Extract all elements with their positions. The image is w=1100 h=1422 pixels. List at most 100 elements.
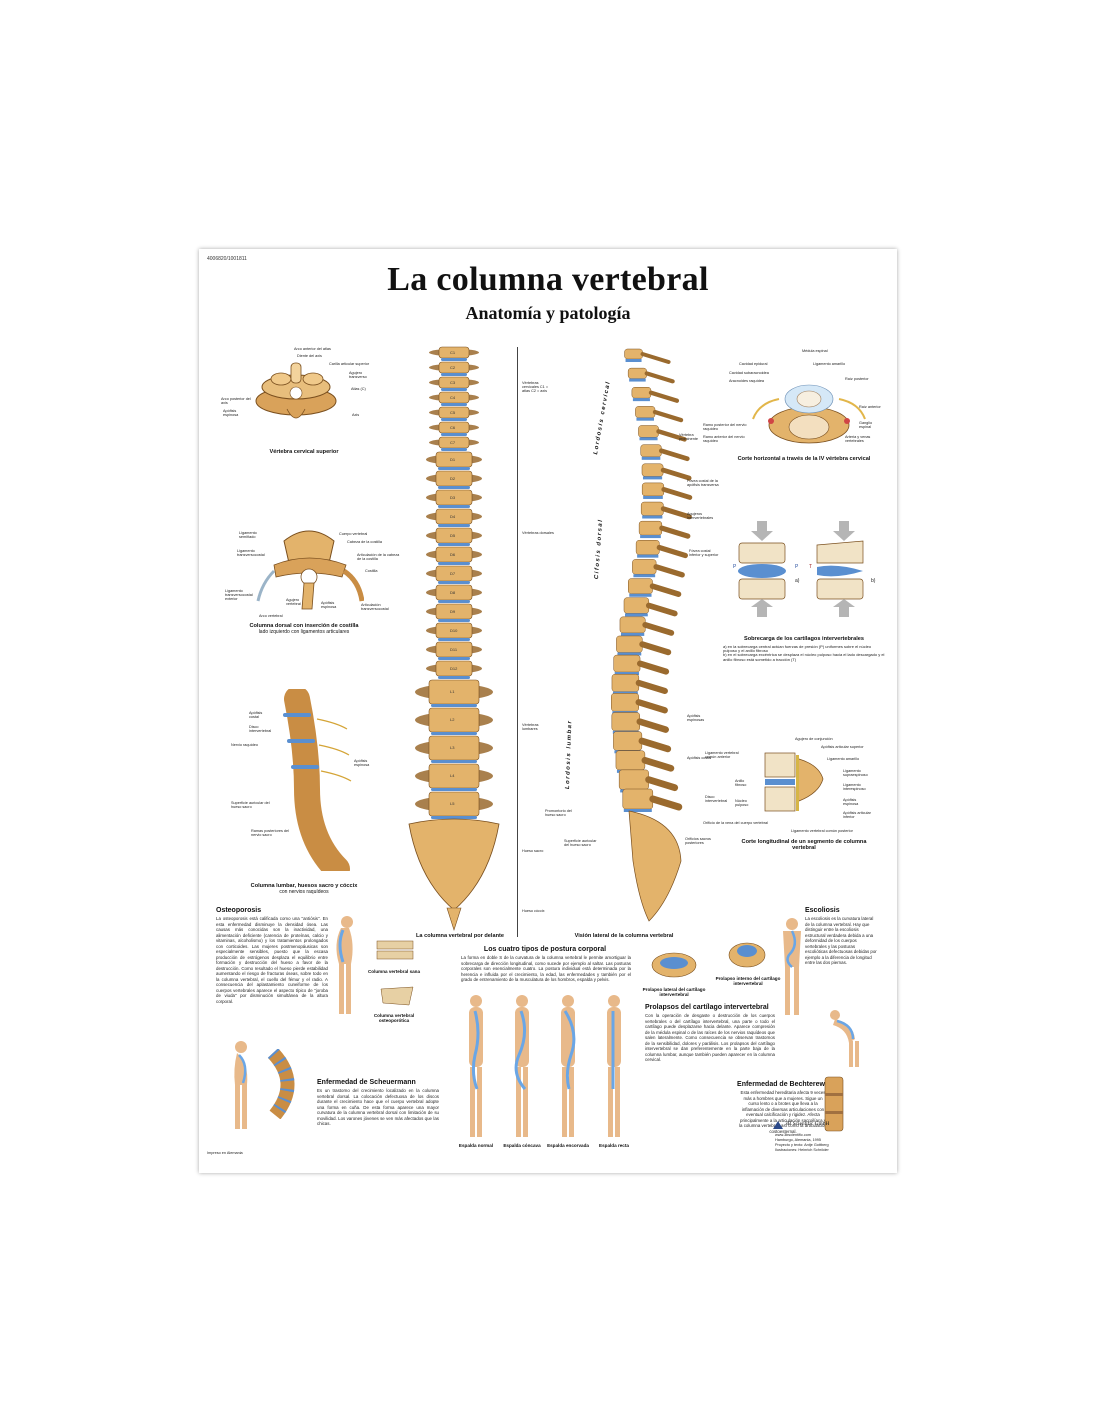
intervertebral-disc	[438, 638, 470, 641]
intervertebral-disc	[438, 619, 470, 622]
cervical-label: Arco anterior del atlas	[294, 347, 331, 351]
vertebra-label: D2	[450, 475, 456, 481]
longitudinal-label: Ligamento interespinoso	[843, 783, 866, 791]
horizontal-label: Cavidad epidural	[739, 362, 768, 366]
lateral-label: Fóvea costal inferior y superior	[689, 549, 719, 557]
vertebra-label: D5	[450, 532, 456, 538]
lateral-vertebra	[641, 482, 665, 497]
intervertebral-disc	[441, 418, 467, 421]
poster-code: 4006820/1001811	[207, 256, 247, 262]
horizontal-label: Raíz anterior	[859, 405, 881, 409]
lateral-vertebra	[622, 788, 654, 810]
osteoporosis-fig-label: Columna vertebral sana	[367, 969, 421, 974]
cervical-label: Atlas (C)	[351, 387, 366, 391]
thoracic-vertebra-illustration	[254, 521, 364, 613]
spinous-process	[644, 371, 675, 384]
disc-overload-illustration	[729, 521, 879, 617]
longitudinal-label: Ligamento supraespinoso	[843, 769, 868, 777]
cervical-label: Carilla articular superior	[329, 362, 370, 366]
front-region-bracket	[517, 347, 518, 937]
vertebra-label: D1	[450, 456, 456, 462]
publisher-line: www.3bscientific.com	[775, 1133, 812, 1137]
horizontal-label: Arteria y venas vertebrales	[845, 435, 871, 443]
spinous-process	[645, 602, 678, 617]
spinous-process	[652, 409, 684, 423]
lumbar-label: Superficie auricular del hueso sacro	[231, 801, 270, 809]
lateral-disc	[637, 554, 659, 558]
vertebra-label: D12	[450, 665, 458, 671]
curve-label-lumbar: Lordosis lumbar	[565, 719, 574, 790]
bechterew-spine-segment	[819, 1075, 849, 1133]
cervical-label: Axis	[352, 413, 360, 417]
posture-type-label: Espalda encorvada	[547, 1143, 589, 1148]
lumbar-caption-sub: con nervios raquídeos	[279, 889, 329, 895]
vertebra-label: D6	[450, 551, 456, 557]
horizontal-label: Ramo anterior del nervio raquídeo	[703, 435, 745, 443]
lateral-vertebra	[613, 731, 643, 751]
vertebra-label: L4	[450, 773, 455, 778]
spinous-process	[659, 525, 691, 539]
horizontal-caption: Corte horizontal a través de la IV vérte…	[737, 456, 871, 462]
poster-sheet: 4006820/1001811 La columna vertebral Ana…	[199, 249, 897, 1173]
cervical-label: Diente del axis	[297, 354, 322, 358]
intervertebral-disc	[431, 704, 477, 707]
lateral-disc	[632, 398, 650, 402]
thoracic-label: Ligamento transversocostal	[237, 549, 265, 557]
lateral-disc	[641, 456, 661, 460]
spinous-process	[642, 621, 675, 636]
spinous-process	[649, 795, 683, 811]
cervical-vertebra-illustration	[241, 349, 351, 429]
vertebra-label: C5	[450, 409, 456, 415]
vertebra-label: D3	[450, 494, 456, 500]
lateral-vertebra	[638, 520, 663, 536]
bechterew-heading: Enfermedad de Bechterew	[737, 1081, 825, 1088]
intervertebral-disc	[438, 562, 470, 565]
lateral-vertebra	[611, 712, 640, 731]
posture-figure	[507, 993, 537, 1143]
cervical-label: Apófisis espinosa	[223, 409, 239, 417]
vertebra-label: L2	[450, 717, 455, 722]
vertebra-label: D8	[450, 589, 456, 595]
lateral-disc	[623, 809, 652, 812]
posture-type-label: Espalda cóncava	[503, 1143, 541, 1148]
spinous-process	[638, 737, 672, 753]
posture-text: La forma en doble S de la curvatura de l…	[461, 955, 631, 982]
longitudinal-label: Disco intervertebral	[705, 795, 728, 803]
lateral-vertebra	[624, 348, 643, 360]
lumbar-sacrum-illustration	[277, 689, 367, 871]
longitudinal-label: Agujero de conjunción	[795, 737, 833, 741]
spinous-process	[660, 506, 692, 520]
intervertebral-disc	[438, 600, 470, 603]
scheuermann-spine-segment	[267, 1049, 303, 1119]
prolapse-heading: Prolapsos del cartílago intervertebral	[645, 1004, 769, 1011]
spinous-process	[660, 467, 692, 481]
publisher-line: Proyecto y texto: Antje Gottberg	[775, 1143, 829, 1147]
prolapse-text: Con la operación de desgaste o destrucci…	[645, 1013, 775, 1062]
posture-type-label: Espalda normal	[458, 1143, 494, 1148]
lateral-vertebra	[619, 616, 646, 634]
lateral-caption: Visión lateral de la columna vertebral	[574, 933, 674, 939]
intervertebral-disc	[441, 448, 467, 451]
vertebra-label: D7	[450, 570, 456, 576]
lateral-vertebra	[640, 444, 662, 458]
posture-figure	[553, 993, 583, 1143]
lateral-disc	[640, 535, 661, 539]
spinous-process	[648, 390, 680, 403]
lateral-vertebra	[635, 406, 656, 418]
lateral-vertebra	[640, 501, 664, 516]
lateral-vertebra	[635, 540, 660, 555]
front-region-label: Vértebras dorsales	[522, 531, 554, 535]
cervical-label: Arco posterior del axis	[221, 397, 251, 405]
vertebra-label: D10	[450, 627, 458, 633]
lateral-disc	[614, 672, 640, 676]
lateral-disc	[642, 515, 663, 519]
lateral-disc	[633, 574, 656, 578]
lateral-vertebra	[618, 769, 649, 790]
lateral-vertebra	[627, 367, 647, 379]
sacrum	[408, 818, 500, 911]
intervertebral-disc	[431, 760, 477, 763]
spinous-process	[649, 583, 682, 597]
thoracic-label: Articulación de la cabeza de la costilla	[357, 553, 400, 561]
scoliosis-heading: Escoliosis	[805, 907, 840, 914]
longitudinal-section-illustration	[761, 749, 827, 815]
